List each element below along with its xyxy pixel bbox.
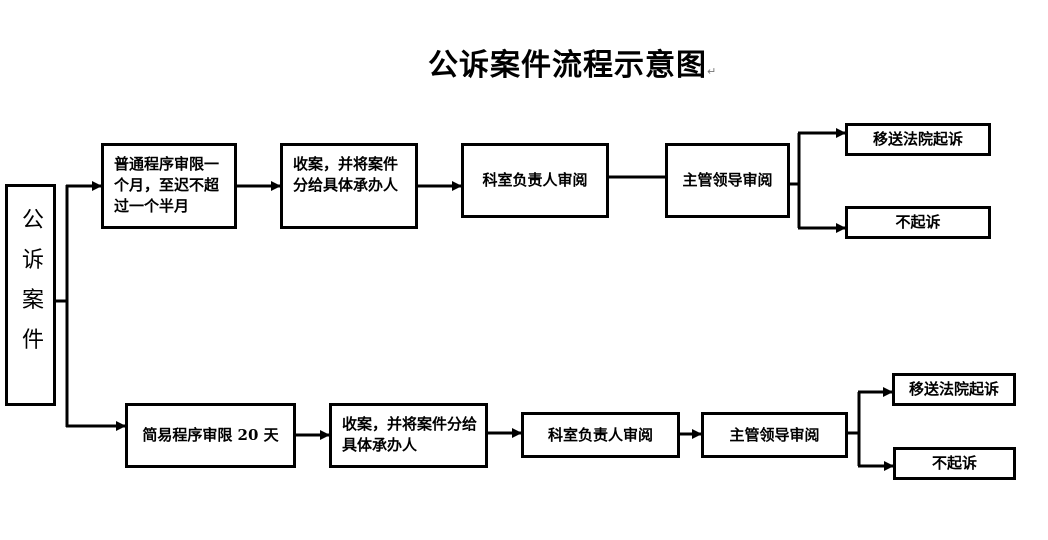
case-type-box: 公诉案件 <box>5 184 56 406</box>
bottom-step3-box: 科室负责人审阅 <box>521 412 680 458</box>
bottom-step2-box: 收案，并将案件分给具体承办人 <box>329 403 488 468</box>
bottom-step2-label: 收案，并将案件分给具体承办人 <box>342 415 478 454</box>
top-step3-label: 科室负责人审阅 <box>482 171 588 189</box>
top-step3-box: 科室负责人审阅 <box>461 143 609 218</box>
top-outcome-no-label: 不起诉 <box>895 213 941 231</box>
diagram-title: 公诉案件流程示意图↵ <box>428 40 717 84</box>
bottom-step4-box: 主管领导审阅 <box>701 412 848 458</box>
top-step4-label: 主管领导审阅 <box>682 171 773 189</box>
bottom-step3-label: 科室负责人审阅 <box>547 425 653 444</box>
bottom-outcome-no-box: 不起诉 <box>893 447 1016 480</box>
top-step2-box: 收案，并将案件分给具体承办人 <box>280 143 418 229</box>
bottom-outcome-no-label: 不起诉 <box>931 454 977 472</box>
bottom-step1-label: 简易程序审限 20 天 <box>142 426 279 444</box>
bottom-outcome-yes-label: 移送法院起诉 <box>908 380 999 398</box>
bottom-step1-box: 简易程序审限 20 天 <box>125 403 296 468</box>
top-step2-label: 收案，并将案件分给具体承办人 <box>293 155 399 194</box>
top-outcome-yes-label: 移送法院起诉 <box>872 130 963 148</box>
top-step4-box: 主管领导审阅 <box>665 143 790 218</box>
bottom-outcome-yes-box: 移送法院起诉 <box>892 373 1016 406</box>
case-type-label: 公诉案件 <box>21 208 44 353</box>
top-step1-box: 普通程序审限一个月，至迟不超过一个半月 <box>101 143 237 229</box>
top-step1-label: 普通程序审限一个月，至迟不超过一个半月 <box>114 155 220 215</box>
top-outcome-no-box: 不起诉 <box>845 206 991 239</box>
diagram-title-text: 公诉案件流程示意图 <box>428 48 707 83</box>
bottom-step4-label: 主管领导审阅 <box>729 425 820 444</box>
top-outcome-yes-box: 移送法院起诉 <box>845 123 991 156</box>
paragraph-mark: ↵ <box>707 65 718 78</box>
